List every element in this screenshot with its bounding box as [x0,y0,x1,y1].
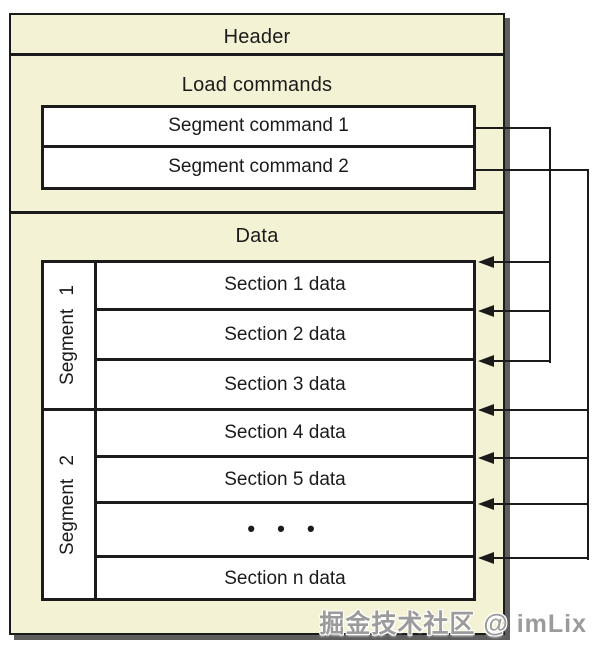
section-5-data-row: Section 5 data [224,469,346,490]
segment-boundary-line [41,408,476,411]
arrow-line-section-3 [493,360,551,362]
left-arrow-icon [478,452,494,464]
segment-command-divider-line [41,145,476,148]
left-arrow-icon [478,305,494,317]
section-divider-1-2 [96,308,476,311]
section-divider-4-5 [96,455,476,458]
data-region-divider-line [9,211,505,214]
segment-command-1: Segment command 1 [168,115,349,136]
segment-command-2-connector-line [476,169,589,171]
section-divider-dots-n [96,555,476,558]
left-arrow-icon [478,498,494,510]
segment-command-2-trunk-line [587,169,589,560]
arrow-line-section-n [493,557,589,559]
watermark-text: 掘金技术社区 @ imLix [319,610,587,638]
segment-command-1-trunk-line [549,127,551,363]
segment-command-2: Segment command 2 [168,156,349,177]
data-box [41,260,476,601]
arrow-line-section-dots [493,503,589,505]
arrow-line-section-5 [493,457,589,459]
segment-label-column-line [94,260,97,601]
section-divider-2-3 [96,358,476,361]
arrow-line-section-2 [493,310,551,312]
segment-command-1-connector-line [476,127,551,129]
header-divider-line [9,53,505,56]
section-divider-5-dots [96,501,476,504]
left-arrow-icon [478,256,494,268]
section-1-data-row: Section 1 data [224,274,346,295]
data-region-label: Data [235,225,279,247]
header-region-label: Header [223,26,291,48]
segment-2-label: Segment 2 [57,455,78,555]
section-2-data-row: Section 2 data [224,324,346,345]
section-ellipsis-row: • • • [247,516,323,541]
arrow-line-section-1 [493,261,551,263]
left-arrow-icon [478,355,494,367]
left-arrow-icon [478,404,494,416]
load-commands-region-label: Load commands [181,74,333,96]
section-4-data-row: Section 4 data [224,422,346,443]
arrow-line-section-4 [493,409,589,411]
left-arrow-icon [478,552,494,564]
section-n-data-row: Section n data [224,568,346,589]
segment-1-label: Segment 1 [57,285,78,385]
section-3-data-row: Section 3 data [224,374,346,395]
